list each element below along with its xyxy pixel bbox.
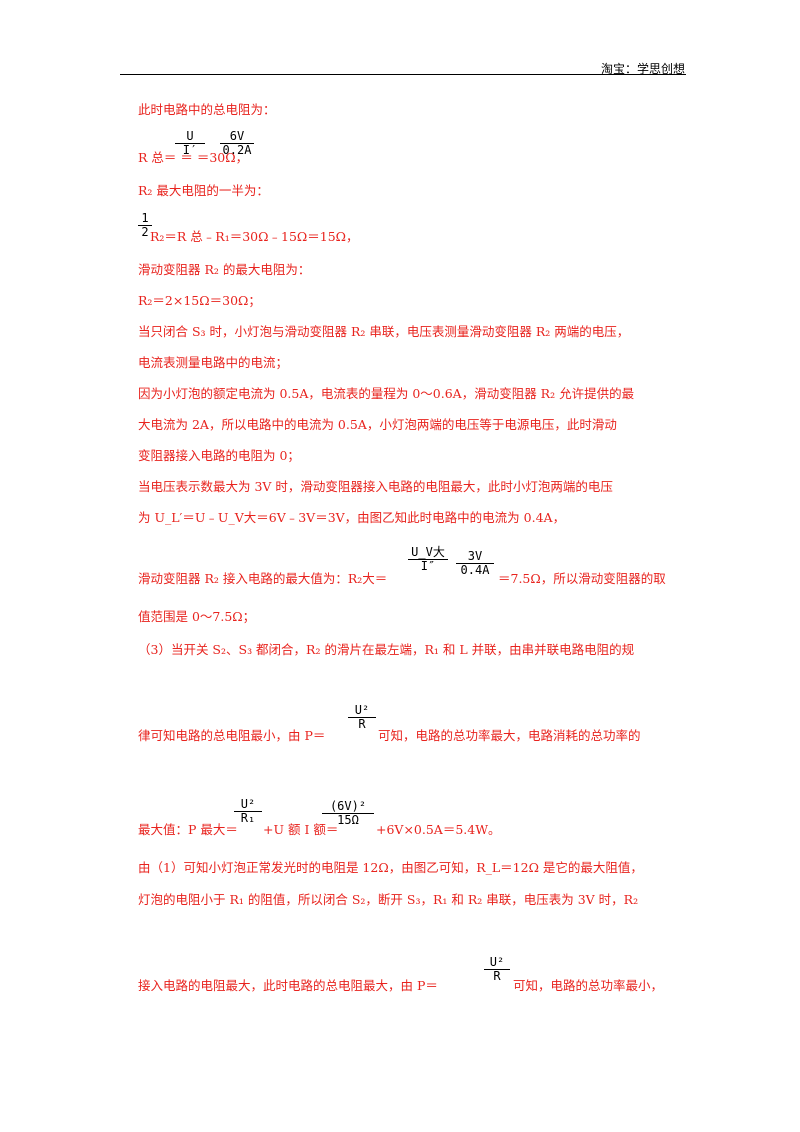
fraction-numerator: U² [234, 798, 262, 812]
fraction-3v-over-04a: 3V 0.4A [456, 550, 494, 577]
text-line: 接入电路的电阻最大，此时电路的总电阻最大，由 P＝ [138, 978, 438, 993]
fraction-denominator: R [358, 717, 366, 731]
fraction-numerator: (6V)² [322, 800, 374, 814]
fraction-denominator: 0.4A [460, 563, 490, 577]
fraction-denominator: I′ [182, 143, 198, 157]
text-line: R₂＝2×15Ω＝30Ω； [138, 293, 261, 308]
fraction-denominator: 0.2A [222, 143, 252, 157]
fraction-u2-over-r: U² R [348, 704, 376, 731]
text-line: 大电流为 2A，所以电路中的电流为 0.5A，小灯泡两端的电压等于电源电压，此时… [138, 417, 617, 432]
text-line: 电流表测量电路中的电流； [138, 355, 289, 370]
fraction-denominator: 15Ω [337, 813, 359, 827]
text-line: （3）当开关 S₂、S₃ 都闭合，R₂ 的滑片在最左端，R₁ 和 L 并联，由串… [138, 642, 635, 657]
text-line: 当电压表示数最大为 3V 时，滑动变阻器接入电路的电阻最大，此时小灯泡两端的电压 [138, 479, 613, 494]
text-line: 此时电路中的总电阻为： [138, 102, 276, 117]
fraction-numerator: U_V大 [408, 546, 448, 560]
text-line: 变阻器接入电路的电阻为 0； [138, 448, 300, 463]
text-line: 为 U_L′＝U﹣U_V大＝6V﹣3V＝3V，由图乙知此时电路中的电流为 0.4… [138, 510, 566, 525]
fraction-numerator: U [175, 130, 205, 144]
text-line: 由（1）可知小灯泡正常发光时的电阻是 12Ω，由图乙可知，R_L＝12Ω 是它的… [138, 860, 643, 875]
fraction-6v-over-02a: 6V 0.2A [220, 130, 254, 157]
text-line: R₂ 最大电阻的一半为： [138, 183, 269, 198]
text-line: +U 额 I 额＝ [263, 822, 339, 837]
text-line: R 总＝ ＝ ＝30Ω， [138, 150, 249, 165]
fraction-uv-over-i2: U_V大 I″ [408, 546, 448, 573]
text-line: 因为小灯泡的额定电流为 0.5A，电流表的量程为 0～0.6A，滑动变阻器 R₂… [138, 386, 635, 401]
fraction-6v2-over-15ohm: (6V)² 15Ω [322, 800, 374, 827]
fraction-denominator: 2 [141, 225, 149, 239]
header-rule [120, 74, 686, 75]
text-line: R₂＝R 总﹣R₁＝30Ω﹣15Ω＝15Ω， [150, 229, 359, 244]
fraction-numerator: 6V [220, 130, 254, 144]
text-line: +6V×0.5A＝5.4W。 [376, 822, 501, 837]
fraction-numerator: 3V [456, 550, 494, 564]
fraction-numerator: U² [348, 704, 376, 718]
fraction-u2-over-r: U² R [484, 956, 510, 983]
header-text: 淘宝：学思创想 [600, 62, 685, 76]
text-line: 值范围是 0～7.5Ω； [138, 609, 256, 624]
text-line: 灯泡的电阻小于 R₁ 的阻值，所以闭合 S₂，断开 S₃，R₁ 和 R₂ 串联，… [138, 892, 639, 907]
text-line: 当只闭合 S₃ 时，小灯泡与滑动变阻器 R₂ 串联，电压表测量滑动变阻器 R₂ … [138, 324, 630, 339]
text-line: 滑动变阻器 R₂ 的最大电阻为： [138, 262, 311, 277]
text-line: ＝7.5Ω，所以滑动变阻器的取 [498, 571, 666, 586]
fraction-numerator: 1 [138, 212, 152, 226]
fraction-denominator: R₁ [240, 811, 256, 825]
text-line: 可知，电路的总功率最小， [513, 978, 664, 993]
text-line: 滑动变阻器 R₂ 接入电路的最大值为：R₂大＝ [138, 571, 388, 586]
fraction-one-half: 1 2 [138, 212, 152, 239]
fraction-u-over-i: U I′ [175, 130, 205, 157]
fraction-denominator: I″ [420, 559, 436, 573]
text-line: 律可知电路的总电阻最小，由 P＝ [138, 728, 326, 743]
fraction-denominator: R [493, 969, 501, 983]
text-line: 可知，电路的总功率最大，电路消耗的总功率的 [378, 728, 641, 743]
fraction-numerator: U² [484, 956, 510, 970]
fraction-u2-over-r1: U² R₁ [234, 798, 262, 825]
text-line: 最大值：P 最大＝ [138, 822, 238, 837]
